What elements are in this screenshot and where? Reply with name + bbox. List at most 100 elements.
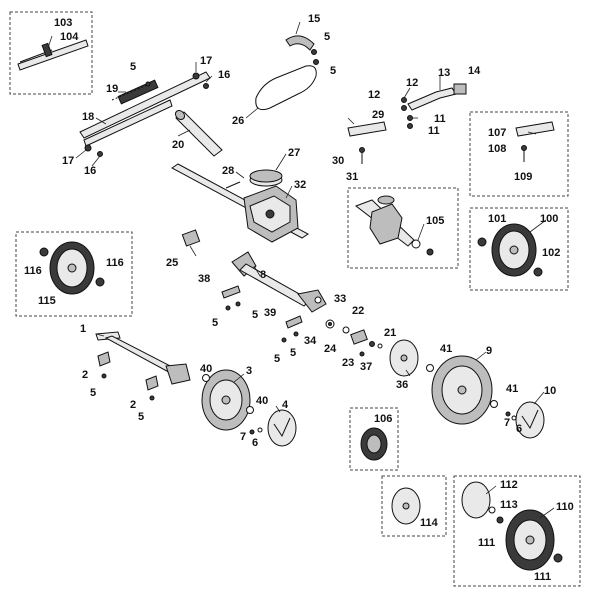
callout-105: 105 bbox=[426, 215, 444, 227]
callout-109: 109 bbox=[514, 171, 532, 183]
detail-box-blade-set bbox=[469, 111, 569, 197]
callout-37: 37 bbox=[360, 361, 372, 373]
callout-4: 4 bbox=[282, 399, 289, 411]
callout-5: 5 bbox=[324, 31, 330, 43]
callout-40: 40 bbox=[256, 395, 268, 407]
callout-23: 23 bbox=[342, 357, 354, 369]
callout-34: 34 bbox=[304, 335, 317, 347]
callout-111: 111 bbox=[534, 571, 551, 583]
callout-7: 7 bbox=[504, 417, 510, 429]
wheel-100-part bbox=[477, 223, 543, 277]
callout-112: 112 bbox=[500, 479, 518, 491]
callout-22: 22 bbox=[352, 305, 364, 317]
callout-11: 11 bbox=[434, 113, 446, 125]
callout-114: 114 bbox=[420, 517, 439, 529]
blade-29-part bbox=[347, 121, 387, 164]
callout-2: 2 bbox=[130, 399, 136, 411]
lever-13-part bbox=[401, 83, 467, 129]
hubcap-10-part bbox=[505, 401, 545, 439]
callout-5: 5 bbox=[138, 411, 144, 423]
callout-110: 110 bbox=[556, 501, 574, 513]
callout-104: 104 bbox=[60, 31, 79, 43]
callout-5: 5 bbox=[290, 347, 296, 359]
callout-27: 27 bbox=[288, 147, 300, 159]
callout-12: 12 bbox=[406, 77, 418, 89]
callout-11: 11 bbox=[428, 125, 440, 137]
callout-24: 24 bbox=[324, 343, 337, 355]
callout-29: 29 bbox=[372, 109, 384, 121]
callout-14: 14 bbox=[468, 65, 481, 77]
clip-38-part bbox=[221, 285, 241, 311]
callout-116: 116 bbox=[24, 265, 42, 277]
hubcap-114-part bbox=[391, 487, 421, 525]
gear-106-part bbox=[360, 427, 388, 461]
gearbox-assembly-part bbox=[171, 163, 309, 243]
callout-30: 30 bbox=[332, 155, 344, 167]
callout-5: 5 bbox=[274, 353, 280, 365]
callout-101: 101 bbox=[488, 213, 506, 225]
callout-116: 116 bbox=[106, 257, 124, 269]
wheel-110-part bbox=[461, 481, 563, 571]
callout-16: 16 bbox=[218, 69, 230, 81]
callout-15: 15 bbox=[308, 13, 320, 25]
callout-40: 40 bbox=[200, 363, 212, 375]
callout-103: 103 bbox=[54, 17, 72, 29]
front-axle-1-part bbox=[95, 331, 191, 401]
callout-102: 102 bbox=[542, 247, 560, 259]
wheel-3-part bbox=[201, 369, 254, 431]
callout-108: 108 bbox=[488, 143, 506, 155]
callout-16: 16 bbox=[84, 165, 96, 177]
blade-107-part bbox=[515, 121, 555, 162]
bracket-15-part bbox=[285, 35, 319, 65]
callout-41: 41 bbox=[440, 343, 452, 355]
callout-39: 39 bbox=[264, 307, 276, 319]
callout-17: 17 bbox=[62, 155, 74, 167]
callout-25: 25 bbox=[166, 257, 178, 269]
detail-box-wheel-115 bbox=[15, 231, 133, 317]
callout-21: 21 bbox=[384, 327, 396, 339]
callout-31: 31 bbox=[346, 171, 358, 183]
detail-box-gearbox bbox=[347, 187, 459, 269]
callout-33: 33 bbox=[334, 293, 346, 305]
callout-17: 17 bbox=[200, 55, 212, 67]
wheel-115-part bbox=[39, 241, 105, 295]
detail-box-wheel-110 bbox=[453, 475, 581, 587]
callout-1: 1 bbox=[80, 323, 86, 335]
detail-box-hubcap-114 bbox=[381, 475, 447, 537]
callout-36: 36 bbox=[396, 379, 408, 391]
callout-115: 115 bbox=[38, 295, 56, 307]
callout-5: 5 bbox=[130, 61, 136, 73]
callout-3: 3 bbox=[246, 365, 252, 377]
callout-12: 12 bbox=[368, 89, 380, 101]
callout-5: 5 bbox=[252, 309, 258, 321]
callout-38: 38 bbox=[198, 273, 210, 285]
leader-lines bbox=[47, 21, 555, 519]
callout-9: 9 bbox=[486, 345, 492, 357]
callout-5: 5 bbox=[90, 387, 96, 399]
tube-part bbox=[174, 109, 223, 157]
handle-rail-part bbox=[79, 71, 211, 157]
callout-8: 8 bbox=[260, 269, 266, 281]
callout-6: 6 bbox=[252, 437, 258, 449]
callout-5: 5 bbox=[330, 65, 336, 77]
callout-32: 32 bbox=[294, 179, 306, 191]
callout-111: 111 bbox=[478, 537, 495, 549]
callout-107: 107 bbox=[488, 127, 506, 139]
callout-20: 20 bbox=[172, 139, 184, 151]
callout-19: 19 bbox=[106, 83, 118, 95]
handle-strip-part bbox=[17, 39, 89, 71]
callout-2: 2 bbox=[82, 369, 88, 381]
callout-labels: 103 104 15 5 5 5 17 16 19 18 17 16 20 26… bbox=[24, 13, 574, 583]
callout-13: 13 bbox=[438, 67, 450, 79]
detail-box-handle-strip bbox=[9, 11, 93, 95]
callout-41: 41 bbox=[506, 383, 518, 395]
callout-26: 26 bbox=[232, 115, 244, 127]
callout-28: 28 bbox=[222, 165, 234, 177]
axle-hardware-part bbox=[325, 319, 383, 357]
callout-6: 6 bbox=[516, 423, 522, 435]
clip-39-part bbox=[281, 315, 303, 343]
callout-18: 18 bbox=[82, 111, 94, 123]
callout-100: 100 bbox=[540, 213, 558, 225]
wheel-9-part bbox=[426, 355, 498, 425]
hubcap-36-part bbox=[389, 339, 419, 377]
